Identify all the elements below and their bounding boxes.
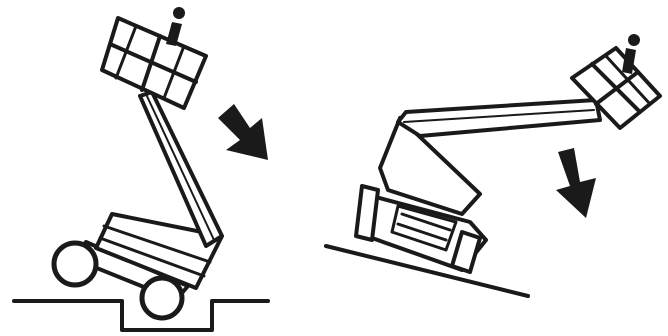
pothole-hazard-panel [12, 7, 270, 332]
tip-direction-arrow-icon [218, 104, 268, 160]
lift-boom [396, 98, 602, 138]
front-wheel [450, 230, 482, 274]
rear-wheel [51, 240, 99, 288]
tip-direction-arrow-icon [556, 148, 596, 218]
work-platform-basket [570, 46, 662, 130]
front-wheel [139, 275, 185, 321]
ground-with-pothole [12, 299, 270, 332]
operator-icon [622, 34, 640, 74]
lift-wheels [354, 184, 482, 274]
lift-wheels [51, 240, 185, 321]
work-platform-basket [100, 16, 208, 110]
operator-icon [166, 7, 185, 46]
rear-wheel [354, 184, 380, 242]
sloped-ground [324, 244, 530, 298]
slope-hazard-panel [324, 34, 662, 298]
